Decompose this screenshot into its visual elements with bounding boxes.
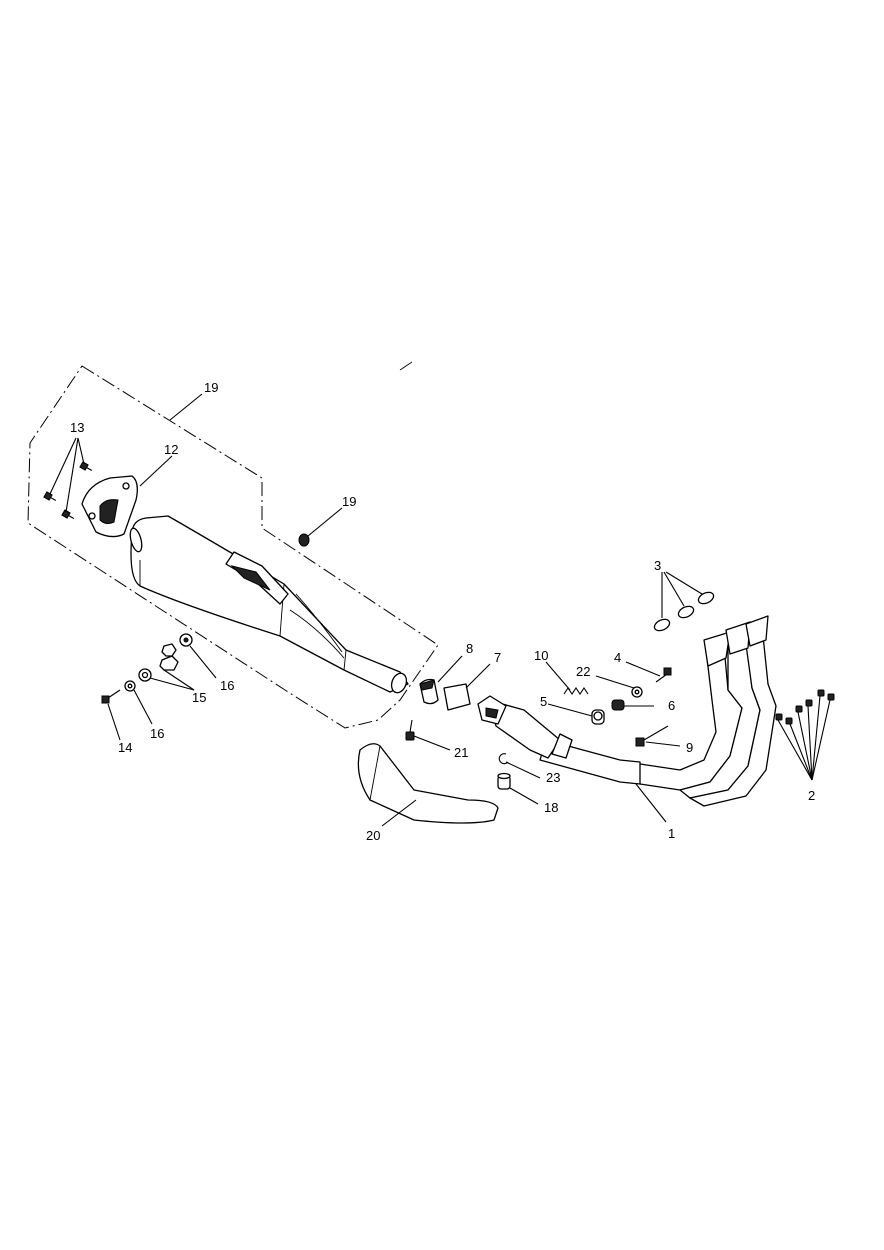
callout-12: 12 [164,442,178,457]
header-pipe-assembly[interactable] [477,615,777,807]
nut-15[interactable] [159,643,179,671]
circlip[interactable] [498,753,509,765]
bush[interactable] [611,699,625,711]
silencer-assembly-outline [27,365,439,729]
grommet[interactable] [298,533,310,547]
sleeve[interactable] [443,683,471,711]
header-gaskets[interactable] [653,590,716,633]
rubber-16[interactable] [179,633,193,647]
bolt-4[interactable] [655,667,672,683]
washer-16-large[interactable] [138,668,152,682]
callout-9: 9 [686,740,693,755]
callout-8: 8 [466,641,473,656]
callout-21: 21 [454,745,468,760]
callout-1: 1 [668,826,675,841]
callout-23: 23 [546,770,560,785]
callout-5: 5 [540,694,547,709]
callout-2: 2 [808,788,815,803]
header-nuts[interactable] [775,689,835,725]
callout-15: 15 [192,690,206,705]
callout-16-right: 16 [220,678,234,693]
callout-6: 6 [668,698,675,713]
callout-16-left: 16 [150,726,164,741]
washer-22[interactable] [631,686,643,698]
callout-22: 22 [576,664,590,679]
heat-shield[interactable] [357,743,499,824]
end-cap-plate[interactable] [81,475,138,538]
bolt-21[interactable] [405,719,415,741]
spring-clip[interactable] [563,687,589,695]
silencer[interactable] [128,515,409,695]
callout-3: 3 [654,558,661,573]
clamp[interactable] [419,678,439,705]
callout-10: 10 [534,648,548,663]
rubber-mount[interactable] [591,709,605,725]
callout-19-grommet: 19 [342,494,356,509]
callout-13: 13 [70,420,84,435]
leader-lines [49,393,831,827]
oxygen-sensor[interactable] [635,725,669,747]
callout-4: 4 [614,650,621,665]
callout-20: 20 [366,828,380,843]
stray-mark [399,361,413,371]
callout-14: 14 [118,740,132,755]
callout-7: 7 [494,650,501,665]
callout-18: 18 [544,800,558,815]
bolt-14[interactable] [101,689,121,704]
washer-16-small[interactable] [124,680,136,692]
callout-19-top: 19 [204,380,218,395]
spacer[interactable] [497,772,511,790]
